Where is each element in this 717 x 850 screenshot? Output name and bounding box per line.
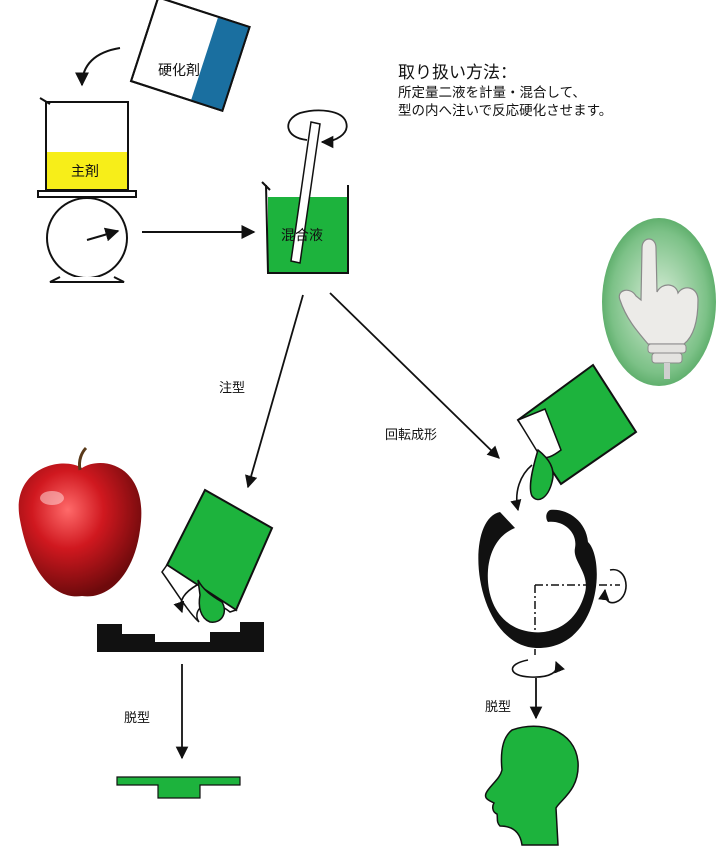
base-label: 主剤: [71, 164, 99, 180]
casting-label: 注型: [219, 381, 245, 396]
pouring-liquid-left: [197, 579, 226, 623]
hand-photo: [602, 218, 716, 386]
hardener-bottle: [129, 0, 251, 112]
rotation-arrow-vertical: [511, 659, 565, 678]
pouring-beaker-right: [516, 363, 638, 501]
cast-part: [116, 776, 241, 799]
head-part: [484, 725, 579, 846]
hardener-label: 硬化剤: [158, 63, 200, 79]
demold-label-right: 脱型: [485, 700, 511, 715]
apple-photo: [18, 446, 142, 597]
pour-arrow-hardener: [75, 47, 121, 87]
base-liquid: [47, 152, 127, 189]
weighing-scale: [37, 190, 137, 283]
pouring-beaker-left: [161, 488, 274, 623]
arrow-to-rotational: [329, 292, 500, 459]
hardener-liquid: [190, 16, 250, 111]
scale-dial: [46, 197, 128, 279]
instructions-title: 取り扱い方法：: [398, 63, 517, 83]
rotation-arrow-horizontal: [598, 569, 627, 604]
pour-arrow-right: [510, 464, 533, 512]
rotational-label: 回転成形: [385, 428, 437, 443]
mixing-beaker: [261, 109, 349, 274]
instructions-line-1: 所定量二液を計量・混合して、: [398, 85, 586, 101]
demold-label-left: 脱型: [124, 711, 150, 726]
base-beaker: [39, 97, 129, 191]
open-mold: [97, 622, 264, 652]
rotational-mold: [478, 509, 627, 678]
arrow-to-casting: [245, 294, 304, 489]
scale-needle: [86, 227, 120, 242]
instructions-line-2: 型の内へ注いで反応硬化させます。: [398, 103, 613, 119]
mixture-label: 混合液: [281, 228, 323, 244]
stirring-rod: [290, 121, 321, 264]
pour-arrow-left: [173, 584, 198, 614]
stir-rotation-arrow: [287, 109, 348, 149]
pouring-liquid-right: [529, 448, 554, 501]
